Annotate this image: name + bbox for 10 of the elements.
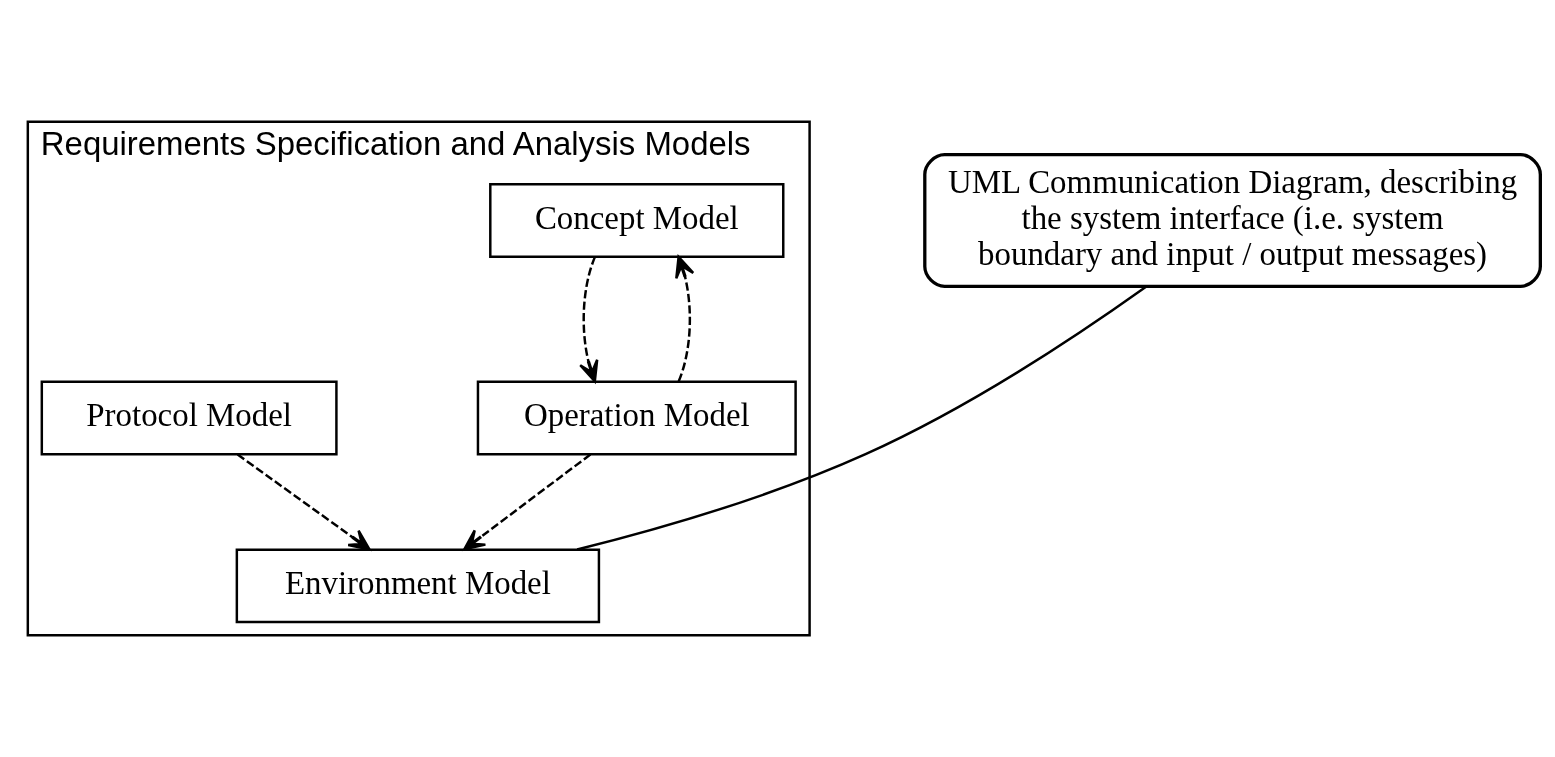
node-box: Environment Model (235, 548, 601, 624)
arrow (675, 255, 695, 382)
node-box: Operation Model (476, 380, 797, 456)
node-box: Protocol Model (40, 380, 338, 456)
node-box: Concept Model (489, 183, 785, 258)
node-box: UML Communication Diagram, describing the system interface (i.e. system boundary and input / output messages) (923, 153, 1542, 288)
connector (576, 285, 1147, 551)
arrow (463, 453, 592, 551)
arrow (236, 453, 371, 551)
arrow (579, 256, 599, 383)
